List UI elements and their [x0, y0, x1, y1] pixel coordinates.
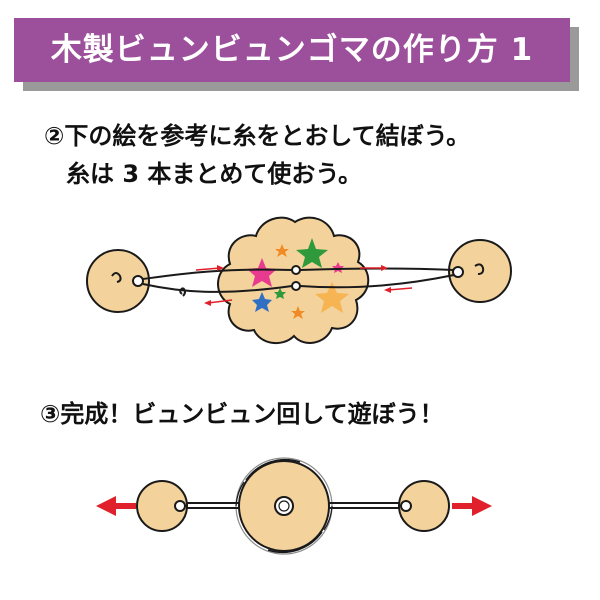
orange-star-icon	[315, 282, 349, 313]
threading-strings	[142, 267, 455, 293]
page-title: 木製ビュンビュンゴマの作り方 1	[50, 32, 534, 68]
step2-instruction-line2: 糸は 3 本まとめて使おう。	[66, 160, 362, 188]
direction-arrows	[195, 265, 413, 306]
green-star-icon	[296, 238, 328, 268]
knot-icon	[179, 287, 186, 297]
orange-star-icon	[291, 306, 305, 319]
green-star-icon	[274, 288, 286, 299]
pink-star-icon	[247, 258, 277, 287]
center-spinner-disc	[217, 216, 370, 345]
title-banner: 木製ビュンビュンゴマの作り方 1	[14, 18, 570, 82]
right-handle-disc	[448, 239, 512, 303]
pink-star-icon	[332, 262, 344, 273]
left-handle-disc	[86, 249, 150, 313]
orange-star-icon	[275, 244, 289, 257]
step2-instruction-line1: ②下の絵を参考に糸をとおして結ぼう。	[44, 122, 471, 150]
step3-instruction: ③完成！ビュンビュン回して遊ぼう！	[40, 400, 444, 428]
blue-star-icon	[252, 292, 272, 312]
